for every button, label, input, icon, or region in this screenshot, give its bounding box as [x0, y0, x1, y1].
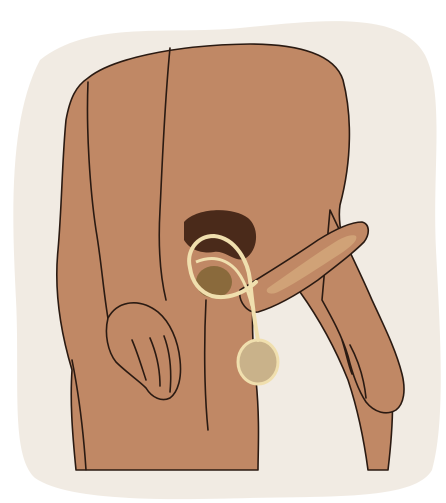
testis	[238, 340, 278, 384]
prostate-gland	[196, 266, 232, 298]
